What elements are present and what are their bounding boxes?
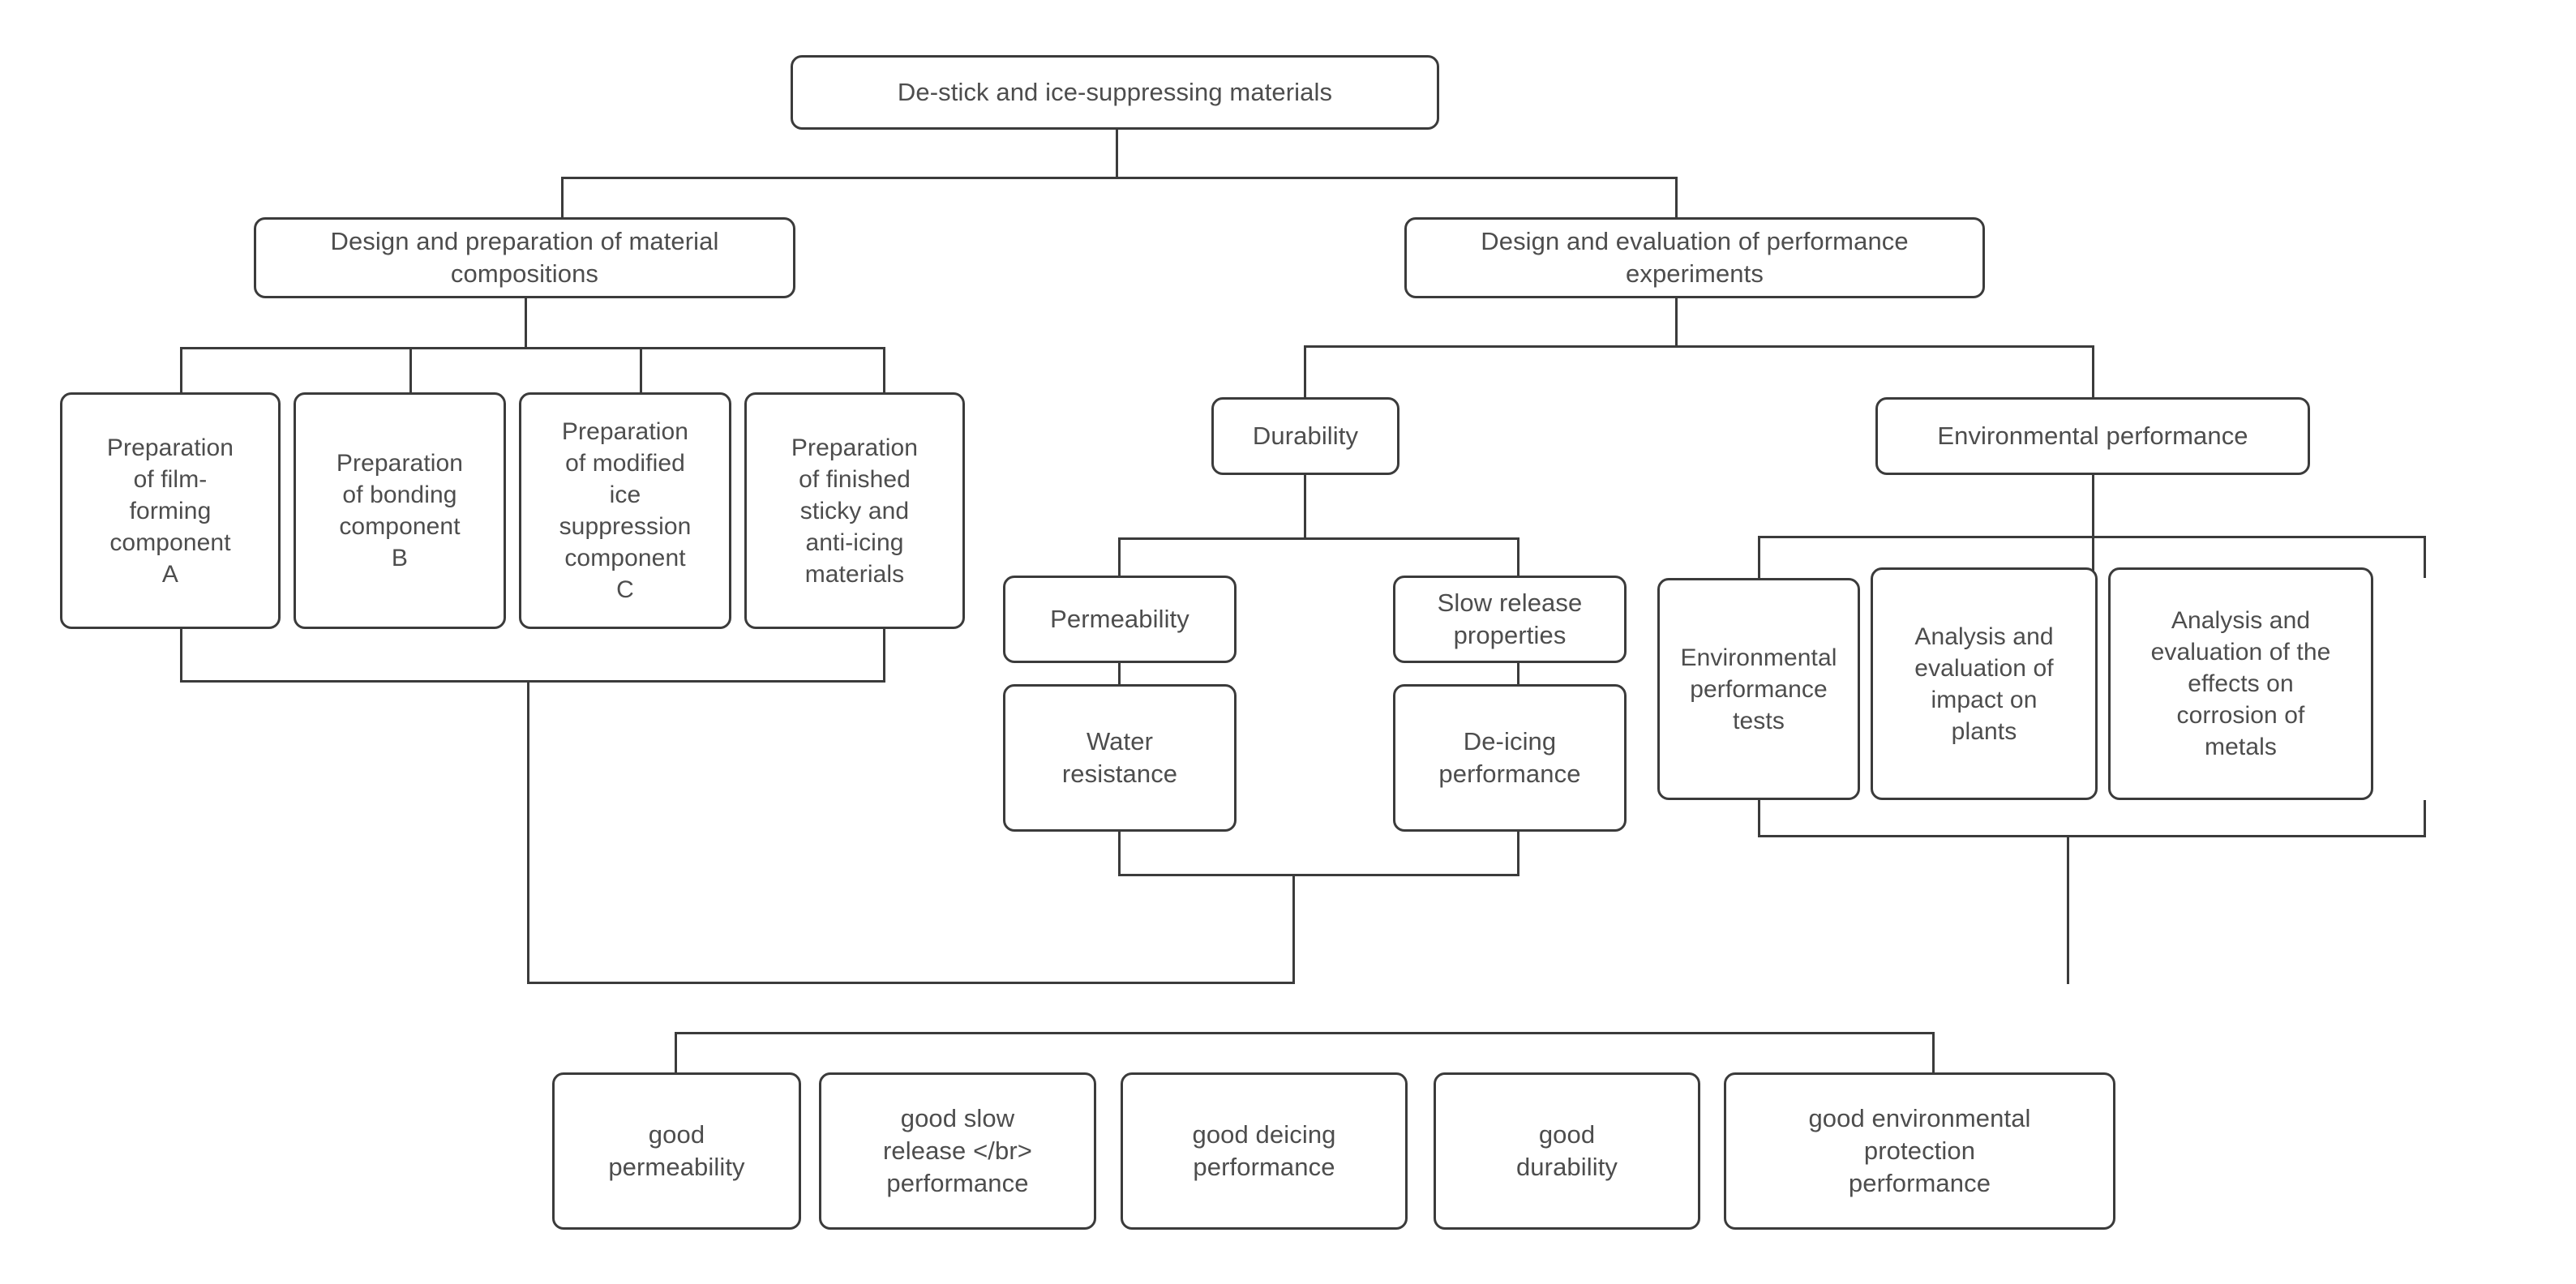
node-preparation-bonding-component-b[interactable]: Preparation of bonding component B	[294, 392, 506, 629]
connector-env-down	[2092, 475, 2094, 538]
node-preparation-finished-sticky-anti-icing-materials[interactable]: Preparation of finished sticky and anti-…	[744, 392, 965, 629]
node-permeability[interactable]: Permeability	[1003, 576, 1237, 663]
connector-to-env	[2092, 345, 2094, 397]
connector-durability-down	[1304, 475, 1306, 540]
connector-to-prep-b	[409, 347, 412, 392]
connector-to-prep-c	[640, 347, 642, 392]
connector-level2-right-bar	[1304, 345, 2094, 348]
connector-level1-bar	[561, 177, 1678, 179]
connector-to-envtests	[1758, 536, 1760, 578]
connector-prep-d-down	[883, 629, 885, 683]
connector-branchright-down	[1675, 298, 1678, 347]
node-environmental-performance-tests[interactable]: Environmental performance tests	[1657, 578, 1860, 800]
node-design-evaluation-performance-experiments[interactable]: Design and evaluation of performance exp…	[1404, 217, 1985, 298]
connector-env-merge-bar	[1758, 835, 2426, 837]
node-good-slow-release-performance[interactable]: good slow release </br> performance	[819, 1072, 1096, 1230]
connector-durability-merge-bar	[1118, 874, 1519, 876]
connector-to-prep-d	[883, 347, 885, 392]
connector-permeability-down	[1118, 663, 1121, 684]
connector-results-bar	[675, 1032, 1935, 1034]
connector-root-down	[1116, 130, 1118, 178]
node-good-environmental-protection-performance[interactable]: good environmental protection performanc…	[1724, 1072, 2115, 1230]
node-analysis-evaluation-impact-plants[interactable]: Analysis and evaluation of impact on pla…	[1871, 567, 2098, 800]
connector-to-good-env	[1932, 1032, 1935, 1072]
node-preparation-film-forming-component-a[interactable]: Preparation of film- forming component A	[60, 392, 281, 629]
node-analysis-evaluation-corrosion-metals[interactable]: Analysis and evaluation of the effects o…	[2108, 567, 2373, 800]
connector-prep-bar	[180, 347, 885, 349]
connector-to-permeability	[1118, 537, 1121, 576]
connector-to-durability	[1304, 345, 1306, 397]
connector-to-corrosion	[2424, 536, 2426, 578]
node-preparation-modified-ice-suppression-component-c[interactable]: Preparation of modified ice suppression …	[519, 392, 731, 629]
node-slow-release-properties[interactable]: Slow release properties	[1393, 576, 1627, 663]
node-root[interactable]: De-stick and ice-suppressing materials	[791, 55, 1439, 130]
connector-to-prep-a	[180, 347, 182, 392]
connector-prep-to-results	[527, 982, 1292, 984]
connector-to-slowrelease	[1517, 537, 1519, 576]
node-good-permeability[interactable]: good permeability	[552, 1072, 801, 1230]
connector-deicing-down	[1517, 831, 1519, 876]
connector-prep-merge-bar	[180, 680, 885, 683]
node-water-resistance[interactable]: Water resistance	[1003, 684, 1237, 832]
node-design-preparation-material-compositions[interactable]: Design and preparation of material compo…	[254, 217, 795, 298]
node-good-durability[interactable]: good durability	[1434, 1072, 1700, 1230]
node-good-deicing-performance[interactable]: good deicing performance	[1121, 1072, 1408, 1230]
connector-durability-merge-down	[1292, 874, 1295, 984]
connector-prep-merge-down	[527, 680, 529, 984]
connector-to-branch-left	[561, 177, 564, 219]
connector-prep-a-down	[180, 629, 182, 683]
connector-water-down	[1118, 831, 1121, 876]
connector-to-plants	[2092, 536, 2094, 578]
connector-slowrelease-down	[1517, 663, 1519, 684]
connector-envtests-down	[1758, 800, 1760, 837]
connector-env-merge-down	[2067, 835, 2069, 984]
node-deicing-performance[interactable]: De-icing performance	[1393, 684, 1627, 832]
connector-branchleft-down	[525, 298, 527, 349]
connector-durability-bar	[1118, 537, 1519, 540]
connector-corrosion-down	[2424, 800, 2426, 837]
connector-to-good-permeability	[675, 1032, 677, 1072]
node-environmental-performance[interactable]: Environmental performance	[1875, 397, 2310, 475]
connector-to-branch-right	[1675, 177, 1678, 219]
node-durability[interactable]: Durability	[1211, 397, 1399, 475]
